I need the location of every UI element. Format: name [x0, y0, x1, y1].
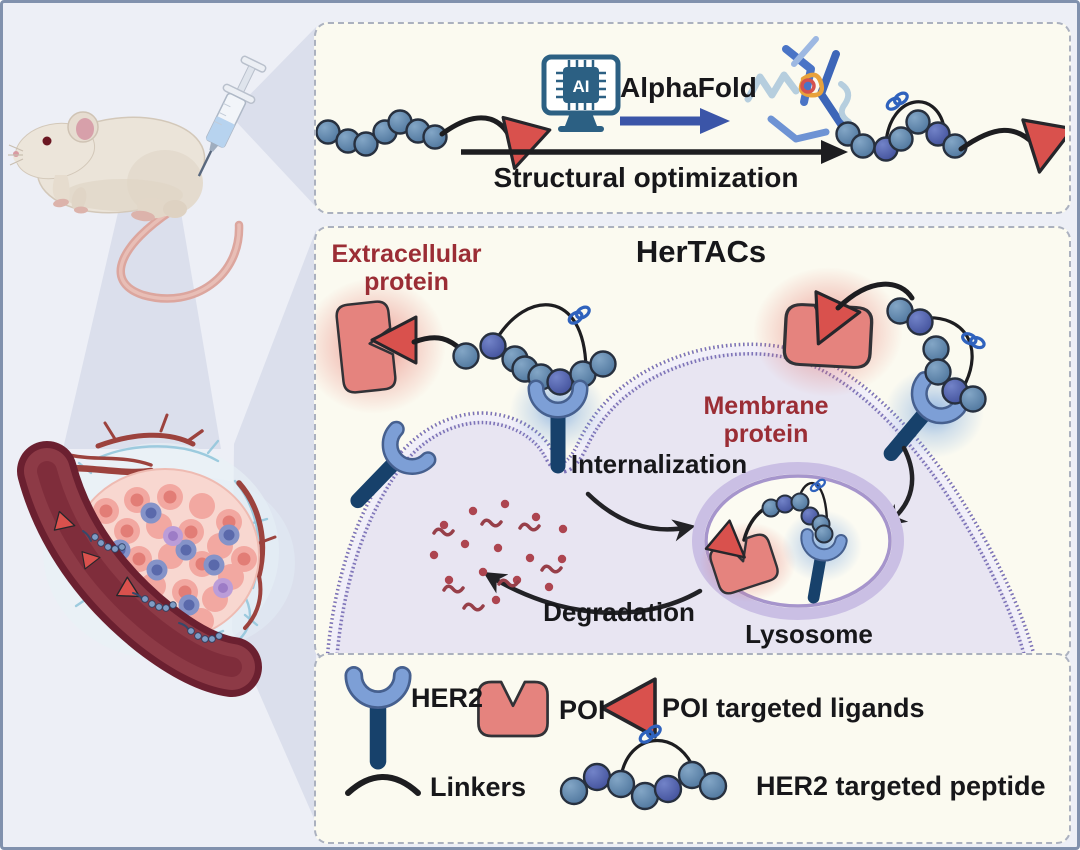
internalization-label: Internalization: [570, 449, 748, 479]
ai-chip-label: AI: [573, 77, 590, 96]
lysosome-label: Lysosome: [745, 619, 873, 649]
linker-curve-icon: [835, 281, 915, 311]
chip-pins: [556, 60, 606, 110]
mouse-eye: [42, 136, 52, 146]
hertacs-panel: HerTACs Extracellular protein Membrane p…: [314, 226, 1071, 660]
legend-poi-label: POI: [559, 695, 606, 725]
her2-peptide-beads-icon: [559, 722, 728, 811]
internalization-arrow: [585, 491, 696, 542]
ai-computer-icon: AI: [541, 54, 621, 132]
tumor-illustration: [17, 413, 295, 697]
optimized-peptide-icon: [835, 89, 1065, 179]
linear-peptide-icon: [316, 109, 552, 177]
circulating-hertac-molecules: [53, 510, 223, 643]
mouse-nose: [13, 151, 19, 157]
alphafold-panel-art: AI: [316, 36, 1065, 179]
legend-panel-art: [316, 655, 728, 811]
poi-ligand-triangle-icon: [1012, 118, 1065, 179]
legend-panel: HER2 POI POI targeted ligands Linkers HE…: [314, 653, 1071, 844]
degraded-protein-fragments: [429, 499, 568, 612]
hertacs-title: HerTACs: [635, 234, 767, 269]
beam-mouse-to-tumor: [63, 161, 221, 449]
lysosome-illustration: [692, 462, 904, 620]
membrane-protein-label: Membrane protein: [703, 392, 829, 449]
lysosome-hertac-complex: [704, 477, 841, 600]
optimization-label: Structural optimization: [493, 162, 799, 193]
extracellular-protein-label: Extracellular protein: [331, 240, 482, 297]
degradation-arrow: [483, 572, 703, 616]
hertacs-panel-art: [316, 267, 1036, 654]
linker-curve-icon: [345, 774, 421, 796]
poi-ligand-triangle-icon: [600, 677, 657, 739]
beam-mouse-to-alphafold-panel: [230, 27, 316, 207]
linker-curve-icon: [958, 127, 1037, 152]
protein-structure-icon: [744, 36, 852, 143]
disulfide-link-icon: [565, 303, 593, 328]
extracellular-hertac-complex: [334, 299, 617, 466]
membrane-hertac-complex: [781, 281, 990, 467]
linker-curve-icon: [439, 115, 515, 145]
mouse-illustration: [8, 111, 244, 303]
legend-her2-label: HER2: [411, 683, 484, 713]
syringe-icon: [197, 55, 267, 177]
alphafold-arrow-icon: [620, 108, 730, 134]
poi-icon: [477, 680, 549, 738]
alphafold-label: AlphaFold: [620, 72, 757, 103]
her2-receptor-icon: [354, 675, 402, 761]
disulfide-link-icon: [883, 89, 911, 114]
background-illustration-layer: [8, 27, 316, 823]
legend-linkers-label: Linkers: [430, 772, 527, 802]
alphafold-panel: AI: [314, 22, 1071, 214]
degradation-label: Degradation: [543, 597, 695, 627]
legend-her2-peptide-label: HER2 targeted peptide: [756, 771, 1046, 801]
optimization-arrow-icon: [461, 140, 848, 164]
blood-vessel-illustration: [17, 441, 262, 697]
legend-poi-ligands-label: POI targeted ligands: [662, 693, 925, 723]
